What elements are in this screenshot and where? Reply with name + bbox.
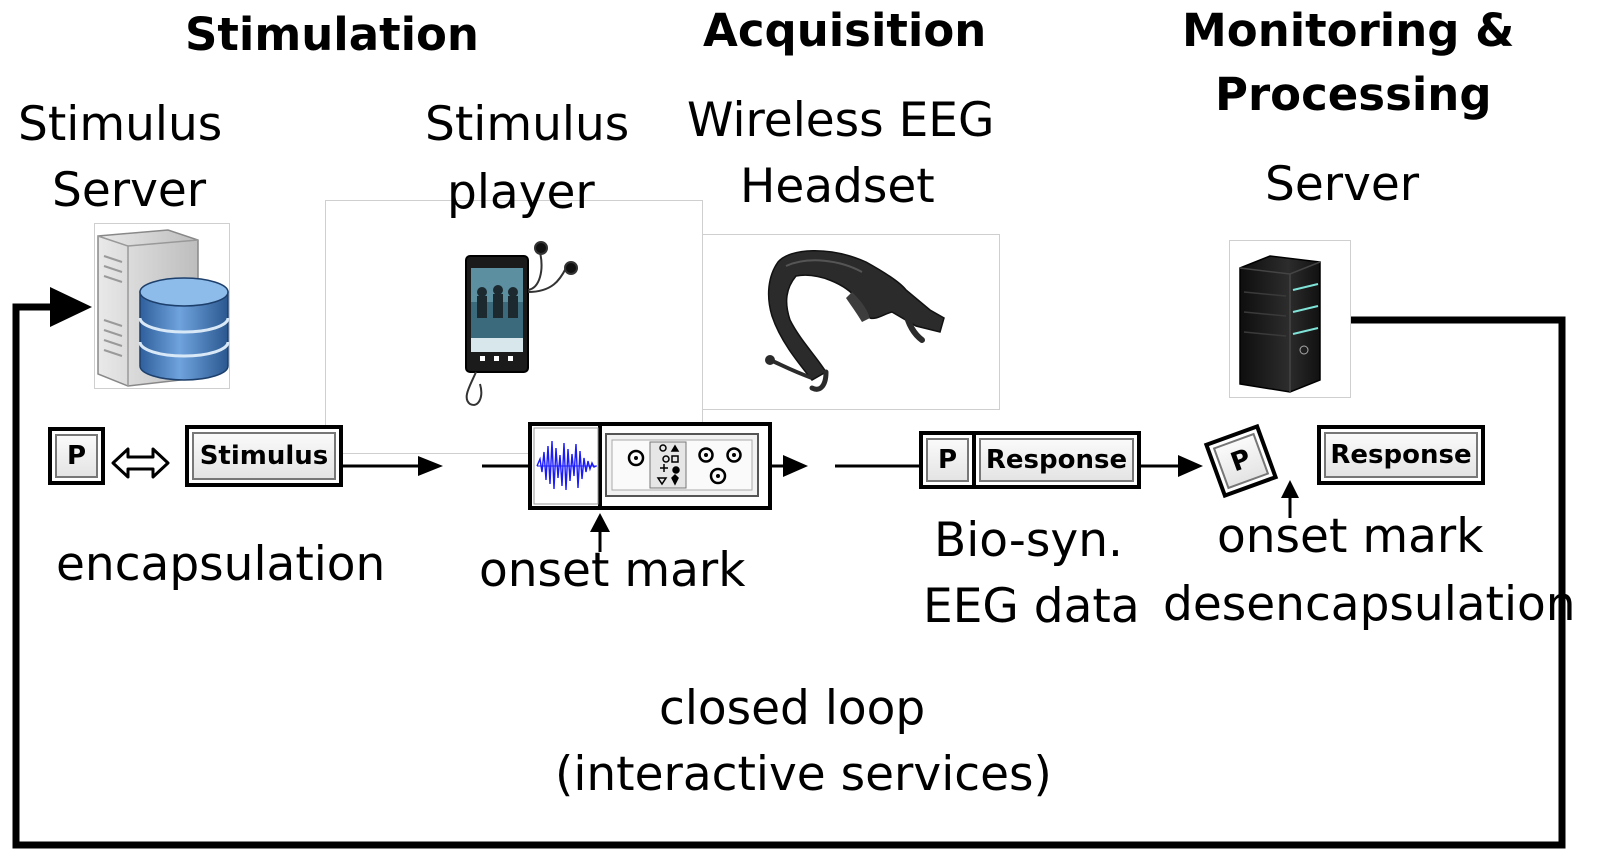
stimulus-player-label-1: Stimulus	[425, 97, 630, 152]
onset-arrow-1	[590, 513, 610, 552]
stimulus-server-icon	[97, 229, 230, 387]
arrow-response-to-server	[1140, 455, 1203, 477]
stimulus-box: Stimulus	[185, 425, 343, 487]
p-box-response-label: P	[937, 445, 958, 475]
response-box-2-label: Response	[1330, 440, 1472, 470]
stimulus-player-label-2: player	[447, 165, 595, 220]
headset-label-1: Wireless EEG	[687, 93, 995, 148]
arrow-packet-out	[770, 455, 808, 477]
waveform-icon	[536, 440, 597, 491]
database-icon	[138, 277, 230, 381]
stimulus-packet	[528, 422, 772, 510]
processing-server-icon	[1239, 255, 1321, 393]
pattern-icon	[656, 444, 680, 486]
caption-interactive-services: (interactive services)	[555, 747, 1052, 802]
section-acquisition: Acquisition	[703, 4, 987, 57]
headset-label-2: Headset	[740, 159, 935, 214]
response-box-1-label: Response	[985, 445, 1128, 475]
caption-encapsulation: encapsulation	[56, 537, 386, 592]
earphones-icon	[527, 241, 578, 293]
arrow-stimulus-to-player	[342, 456, 443, 476]
media-player-icon	[465, 255, 529, 406]
response-box-2: Response	[1317, 425, 1485, 485]
caption-eeg-data: EEG data	[923, 579, 1140, 634]
p-box-response: P	[919, 431, 976, 489]
onset-arrow-2	[1281, 480, 1299, 518]
caption-bio-syn: Bio-syn.	[934, 513, 1123, 568]
double-arrow-icon	[111, 447, 170, 479]
p-box-encap: P	[48, 427, 105, 485]
stimulus-box-label: Stimulus	[199, 441, 329, 471]
section-stimulation: Stimulation	[185, 8, 479, 61]
closed-loop-path	[12, 287, 1566, 849]
section-monitoring: Monitoring &	[1182, 4, 1515, 57]
p-box-encap-label: P	[66, 441, 87, 471]
server-label: Server	[1265, 157, 1420, 212]
eeg-headset-icon	[765, 250, 945, 392]
caption-onset-mark-1: onset mark	[479, 543, 746, 598]
stimulus-server-label-1: Stimulus	[18, 97, 223, 152]
caption-onset-mark-2: onset mark	[1217, 509, 1484, 564]
stimulus-server-label-2: Server	[52, 163, 207, 218]
caption-closed-loop: closed loop	[659, 681, 926, 736]
caption-desencapsulation: desencapsulation	[1163, 577, 1576, 632]
section-processing: Processing	[1215, 68, 1492, 121]
response-box-1: Response	[972, 431, 1141, 489]
